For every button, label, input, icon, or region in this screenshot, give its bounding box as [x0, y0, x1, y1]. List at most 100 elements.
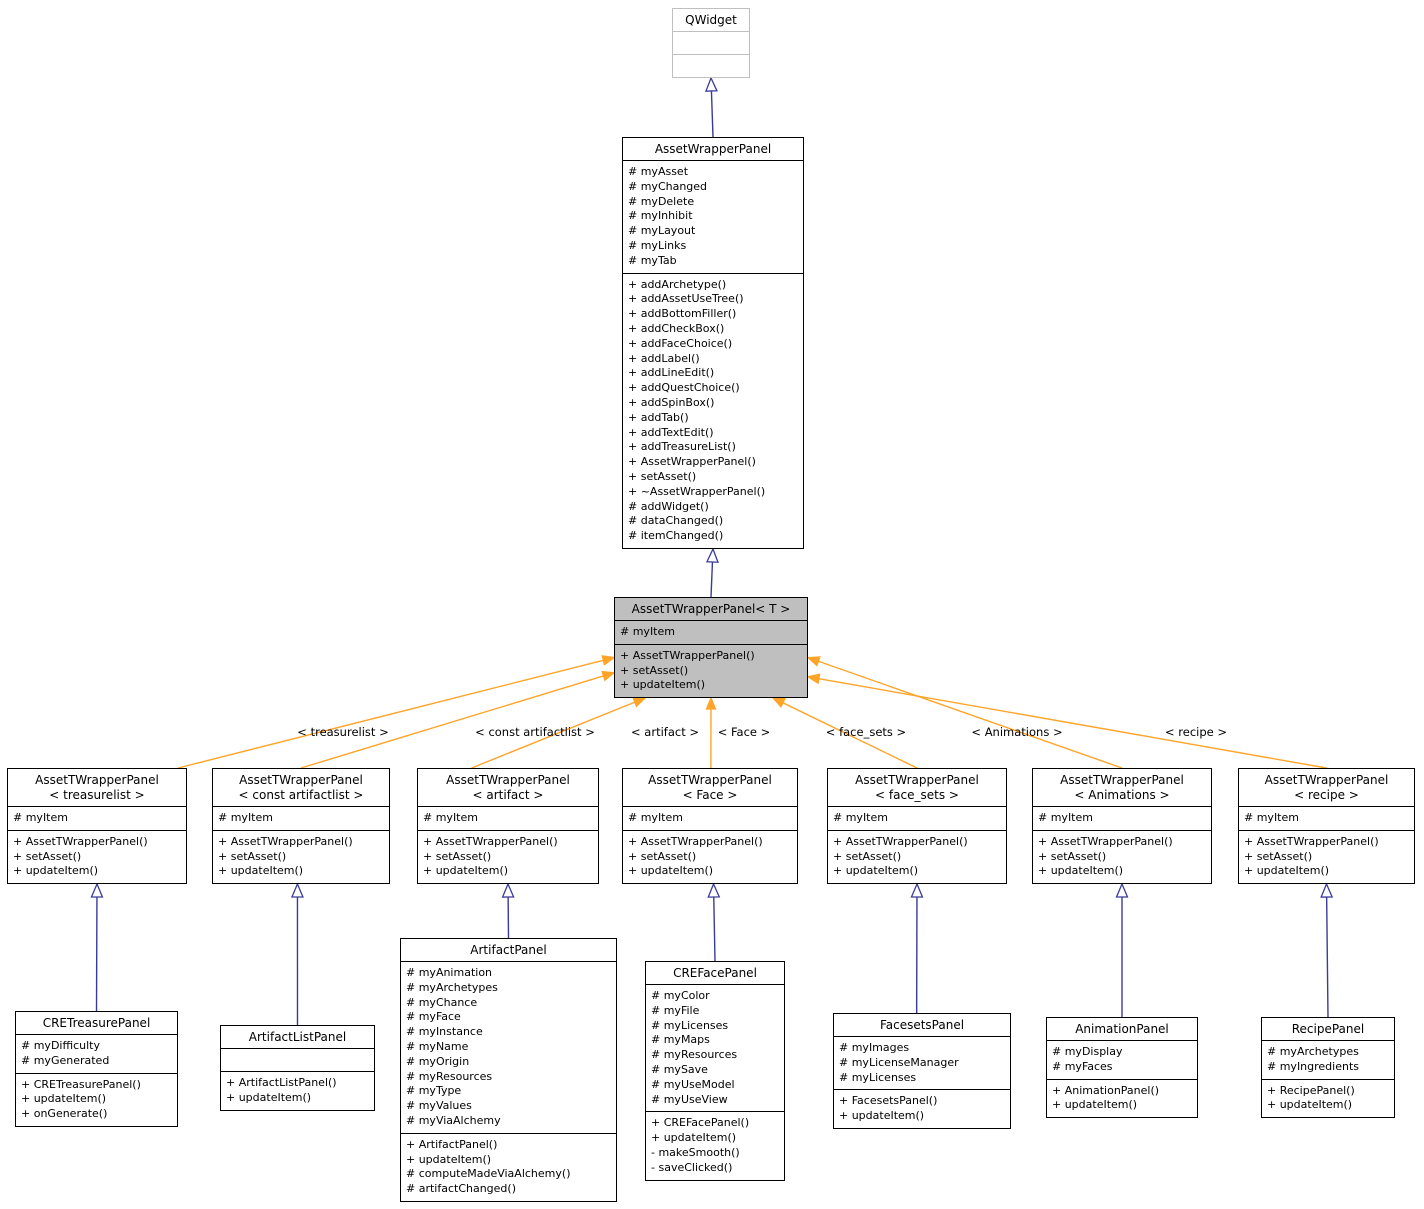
class-title: AssetTWrapperPanel< const artifactlist >: [213, 769, 389, 806]
method: # computeMadeViaAlchemy(): [406, 1167, 571, 1181]
class-box-assettwrapperpanel-face-sets[interactable]: AssetTWrapperPanel< face_sets ># myItem+…: [827, 768, 1007, 885]
method: + CREFacePanel(): [651, 1116, 750, 1130]
class-title: CRETreasurePanel: [16, 1012, 177, 1034]
method: + addTreasureList(): [628, 440, 736, 454]
attribute: # myMaps: [651, 1033, 710, 1047]
attribute: # myFile: [651, 1003, 700, 1017]
class-box-assettwrapperpanel-t[interactable]: AssetTWrapperPanel< T ># myItem+ AssetTW…: [614, 597, 808, 699]
method: + updateItem(): [423, 864, 509, 878]
method: + setAsset(): [423, 849, 492, 863]
class-box-assettwrapperpanel-artifact[interactable]: AssetTWrapperPanel< artifact > # myItem + …: [417, 768, 599, 885]
attribute: # myAsset: [628, 165, 689, 178]
class-title-line: QWidget: [685, 13, 737, 27]
method: + ArtifactPanel(): [406, 1137, 498, 1151]
attribute: # myOrigin: [406, 1054, 470, 1068]
method: + updateItem(): [839, 1109, 925, 1123]
class-title-line: RecipePanel: [1291, 1022, 1365, 1036]
class-box-artifactlistpanel[interactable]: ArtifactListPanel+ ArtifactListPanel()+ …: [220, 1025, 375, 1111]
attribute: # myImages: [839, 1041, 910, 1054]
class-box-qwidget[interactable]: QWidget: [672, 8, 750, 78]
class-title-line: AnimationPanel: [1075, 1022, 1169, 1036]
class-title-line: AssetTWrapperPanel: [35, 773, 159, 787]
class-title-line: < Face >: [682, 788, 738, 802]
class-title: FacesetsPanel: [834, 1014, 1010, 1036]
class-box-animationpanel[interactable]: AnimationPanel # myDisplay# myFaces+ Anim…: [1046, 1017, 1198, 1119]
class-title-line: AssetTWrapperPanel< T >: [631, 602, 791, 616]
inheritance-arrowhead-icon: [501, 882, 515, 898]
class-title-line: < const artifactlist >: [238, 788, 364, 802]
class-title-line: AssetWrapperPanel: [654, 142, 772, 156]
attribute: # myName: [406, 1039, 469, 1053]
attribute: # myUseModel: [651, 1077, 735, 1091]
class-box-assettwrapperpanel-treasurelist[interactable]: AssetTWrapperPanel< treasurelist > # myIt…: [7, 768, 187, 885]
inheritance-arrowhead-icon: [1320, 882, 1334, 898]
class-title: ArtifactPanel: [401, 939, 616, 961]
attribute: # myArchetypes: [1267, 1045, 1359, 1058]
method: + updateItem(): [1267, 1098, 1353, 1112]
class-title-line: < treasurelist >: [49, 788, 145, 802]
method: + addFaceChoice(): [628, 336, 733, 350]
method: + addLineEdit(): [628, 366, 715, 380]
method: + addBottomFiller(): [628, 307, 737, 321]
inheritance-edge: [1325, 896, 1329, 1018]
attribute: # myItem: [218, 811, 273, 824]
class-title: AssetWrapperPanel: [623, 138, 803, 160]
class-title: RecipePanel: [1262, 1018, 1394, 1040]
class-box-assetwrapperpanel[interactable]: AssetWrapperPanel# myAsset# myChanged# m…: [622, 137, 804, 549]
class-attributes-section: # myImages# myLicenseManager# myLicenses: [834, 1036, 1010, 1089]
class-box-artifactpanel[interactable]: ArtifactPanel# myAnimation# myArchetypes…: [400, 938, 617, 1202]
attribute: # myArchetypes: [406, 980, 498, 994]
template-edge-label: < face_sets >: [825, 725, 907, 739]
inheritance-arrowhead-icon: [704, 76, 718, 92]
class-title: CREFacePanel: [646, 962, 784, 984]
method: + setAsset(): [620, 663, 689, 677]
method: - saveClicked(): [651, 1160, 733, 1174]
method: + ArtifactListPanel(): [226, 1076, 337, 1089]
class-title-line: AssetTWrapperPanel: [855, 773, 979, 787]
class-title-line: ArtifactPanel: [470, 943, 547, 957]
method: + onGenerate(): [21, 1107, 108, 1121]
class-title-line: AssetTWrapperPanel: [239, 773, 363, 787]
class-attributes-section: # myItem: [1033, 806, 1211, 830]
class-methods-section: + CREFacePanel()+ updateItem()- makeSmoo…: [646, 1111, 784, 1179]
class-box-cretreasurepanel[interactable]: CRETreasurePanel# myDifficulty# myGenera…: [15, 1011, 178, 1127]
class-box-assettwrapperpanel-const-artifactlist[interactable]: AssetTWrapperPanel< const artifactlist >…: [212, 768, 390, 885]
class-title-line: AssetTWrapperPanel: [1264, 773, 1389, 787]
class-title-line: ArtifactListPanel: [248, 1030, 347, 1044]
method: + updateItem(): [833, 864, 919, 878]
template-edge-label: < artifact >: [631, 725, 699, 739]
class-attributes-section: # myItem: [8, 806, 186, 830]
method: + setAsset(): [1038, 849, 1107, 863]
attribute: # myLicenses: [839, 1070, 917, 1084]
attribute: # myDifficulty: [21, 1039, 100, 1052]
class-methods-section: + ArtifactPanel()+ updateItem()# compute…: [401, 1132, 616, 1201]
class-box-recipepanel[interactable]: RecipePanel# myArchetypes# myIngredients…: [1261, 1017, 1395, 1119]
method: + updateItem(): [620, 678, 706, 692]
method: + ~AssetWrapperPanel(): [628, 484, 766, 498]
class-box-assettwrapperpanel-recipe[interactable]: AssetTWrapperPanel< recipe ># myItem+ As…: [1238, 768, 1415, 885]
attribute: # myValues: [406, 1099, 472, 1113]
template-edge: [300, 675, 604, 769]
class-methods-section: + AnimationPanel()+ updateItem(): [1047, 1078, 1197, 1118]
class-methods-section: + AssetTWrapperPanel()+ setAsset()+ upda…: [615, 643, 807, 697]
class-title: AssetTWrapperPanel< recipe >: [1239, 769, 1414, 806]
class-box-crefacepanel[interactable]: CREFacePanel# myColor# myFile# myLicense…: [645, 961, 785, 1181]
attribute: # myItem: [423, 811, 478, 824]
method: + AssetTWrapperPanel(): [423, 834, 558, 848]
class-box-assettwrapperpanel-animations[interactable]: AssetTWrapperPanel< Animations ># myItem…: [1032, 768, 1212, 885]
attribute: # myDelete: [628, 194, 695, 208]
method: + addSpinBox(): [628, 395, 715, 409]
class-box-facesetspanel[interactable]: FacesetsPanel# myImages# myLicenseManage…: [833, 1013, 1011, 1129]
class-attributes-section: # myItem: [213, 806, 389, 830]
class-attributes-section: # myDisplay# myFaces: [1047, 1040, 1197, 1079]
class-box-assettwrapperpanel-face[interactable]: AssetTWrapperPanel< Face ># myItem+ Asse…: [622, 768, 798, 885]
class-title: AssetTWrapperPanel< artifact >: [418, 769, 598, 806]
method: + CRETreasurePanel(): [21, 1077, 141, 1091]
attribute: # myTab: [628, 253, 677, 267]
attribute: # myChance: [406, 995, 478, 1009]
class-methods-section: + AssetTWrapperPanel()+ setAsset()+ upda…: [418, 829, 598, 883]
inheritance-arrowhead-icon: [705, 547, 719, 563]
template-edge-label: < Face >: [717, 725, 771, 739]
method: + AssetTWrapperPanel(): [1244, 834, 1379, 848]
class-methods-section: + AssetTWrapperPanel()+ setAsset()+ upda…: [8, 829, 186, 883]
